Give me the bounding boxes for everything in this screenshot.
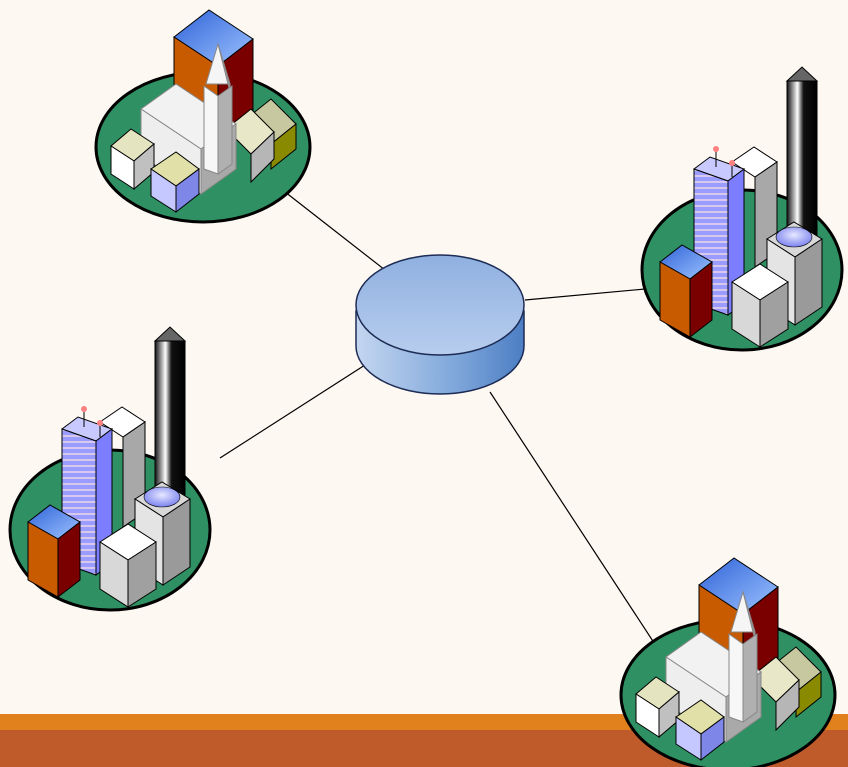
connector-links <box>219 187 663 656</box>
link-hub-city-left <box>219 364 366 459</box>
link-hub-town-bottom-right <box>489 391 663 656</box>
town-church-icon <box>94 8 312 224</box>
database-hub-icon <box>355 254 525 395</box>
town-church-icon <box>619 556 837 767</box>
city-skyscrapers-icon <box>640 65 844 352</box>
link-hub-city-right <box>524 288 646 301</box>
city-skyscrapers-icon <box>8 325 212 612</box>
link-hub-town-top-left <box>279 187 386 271</box>
